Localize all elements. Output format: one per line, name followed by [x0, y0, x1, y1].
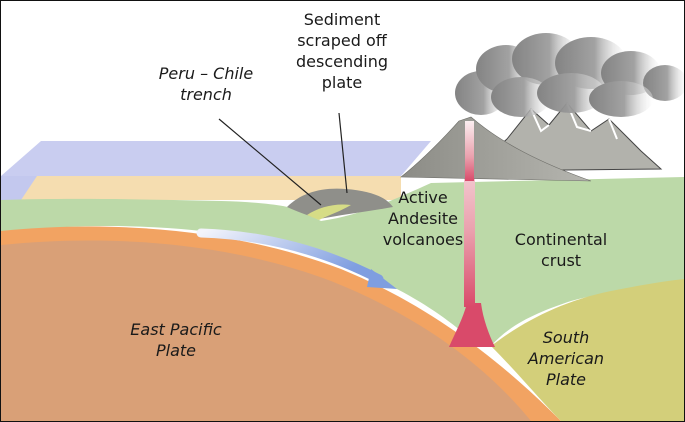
continental-crust-label: Continental crust: [501, 229, 621, 271]
sediment-label: Sediment scraped off descending plate: [277, 9, 407, 93]
sediment-label-line-2: scraped off: [297, 31, 387, 50]
oceanic-plate: [1, 240, 531, 421]
trench-fill: [307, 204, 351, 220]
continental-plate: [491, 279, 684, 421]
volcanoes-label-line-2: Andesite: [388, 209, 458, 228]
continental-crust-label-line-2: crust: [540, 251, 582, 270]
volcanoes-label-line-3: volcanoes: [382, 230, 464, 249]
magma-conduit: [464, 119, 475, 307]
south-american-plate-label-line-3: Plate: [545, 370, 586, 389]
trench-label-line-2: trench: [180, 85, 232, 104]
east-pacific-plate-label: East Pacific Plate: [111, 319, 241, 361]
volcanoes-label-line-1: Active: [398, 188, 448, 207]
ocean-left-edge: [1, 176, 37, 200]
trench-label-line-1: Peru – Chile: [158, 64, 254, 83]
plate-motion-arrow: [196, 228, 384, 284]
sediment-leader-line: [338, 112, 348, 194]
continental-crust-label-line-1: Continental: [514, 230, 608, 249]
trench-leader-line: [218, 118, 322, 206]
plate-motion-arrowhead: [367, 269, 397, 289]
south-american-plate-label-line-1: South: [542, 328, 590, 347]
vent-highlight: [465, 121, 474, 181]
ash-cloud: [455, 33, 684, 117]
trench-label: Peru – Chile trench: [141, 63, 271, 105]
volcanoes-label: Active Andesite volcanoes: [373, 187, 473, 250]
east-pacific-plate-label-line-2: Plate: [155, 341, 196, 360]
magma-chamber: [449, 303, 495, 347]
sediment-label-line-1: Sediment: [303, 10, 381, 29]
sediment-label-line-4: plate: [321, 73, 363, 92]
south-american-plate-label: South American Plate: [511, 327, 621, 390]
east-pacific-plate-label-line-1: East Pacific: [130, 320, 222, 339]
sediment-label-line-3: descending: [295, 52, 388, 71]
ocean-surface: [1, 141, 431, 176]
volcano-cone: [400, 116, 592, 182]
south-american-plate-label-line-2: American: [527, 349, 605, 368]
